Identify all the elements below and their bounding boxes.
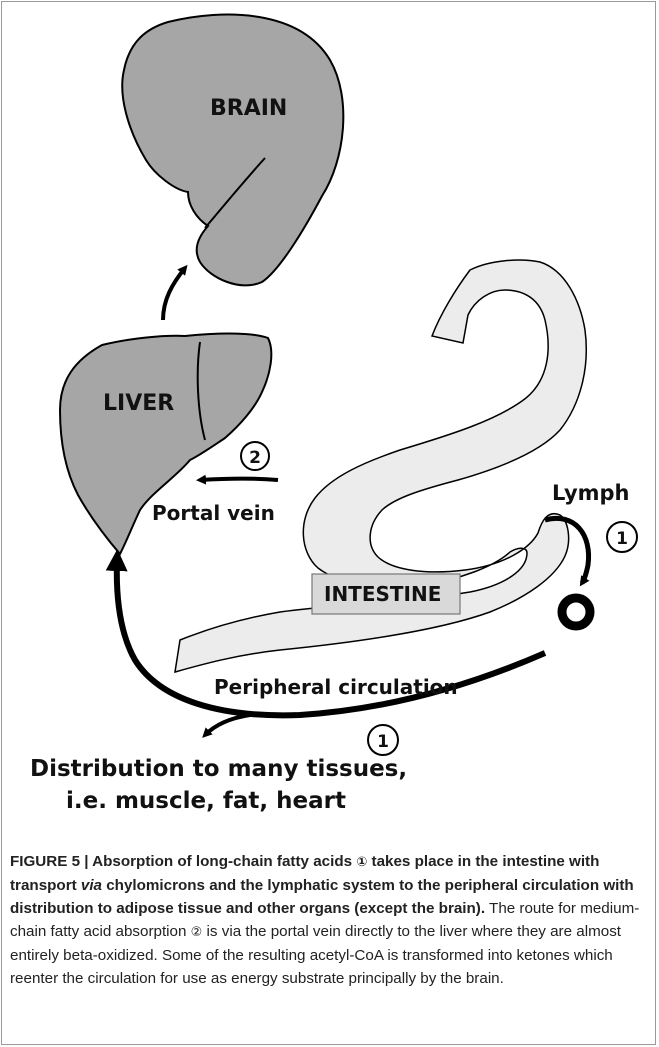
caption-marker-1: ①	[356, 855, 367, 870]
liver-to-brain-arrow	[163, 268, 185, 320]
distribution-line-2: i.e. muscle, fat, heart	[66, 788, 346, 814]
caption-bold-italic: via	[81, 877, 102, 894]
figure-label: FIGURE 5 |	[10, 853, 89, 870]
caption-marker-2: ②	[191, 925, 203, 940]
distribution-line-1: Distribution to many tissues,	[30, 756, 407, 782]
route-1-lymph-number: 1	[616, 529, 628, 549]
portal-vein-label: Portal vein	[152, 501, 275, 525]
distribution-arrow	[205, 715, 250, 735]
lymph-node-ring	[562, 598, 590, 626]
route-1-distribution-number: 1	[377, 732, 389, 752]
portal-vein-arrow	[200, 479, 278, 481]
peripheral-circulation-label: Peripheral circulation	[214, 675, 458, 699]
metabolism-diagram: BRAIN LIVER INTESTINE 2 Portal vein Lymp…	[0, 0, 659, 840]
intestine-label: INTESTINE	[324, 582, 441, 606]
figure-caption: FIGURE 5 | Absorption of long-chain fatt…	[10, 850, 652, 990]
liver-label: LIVER	[103, 391, 174, 416]
lymph-label: Lymph	[552, 481, 630, 505]
route-2-number: 2	[249, 448, 261, 468]
caption-bold-1: Absorption of long-chain fatty acids	[89, 853, 357, 870]
brain-label: BRAIN	[210, 96, 287, 121]
brain-shape	[122, 15, 343, 286]
